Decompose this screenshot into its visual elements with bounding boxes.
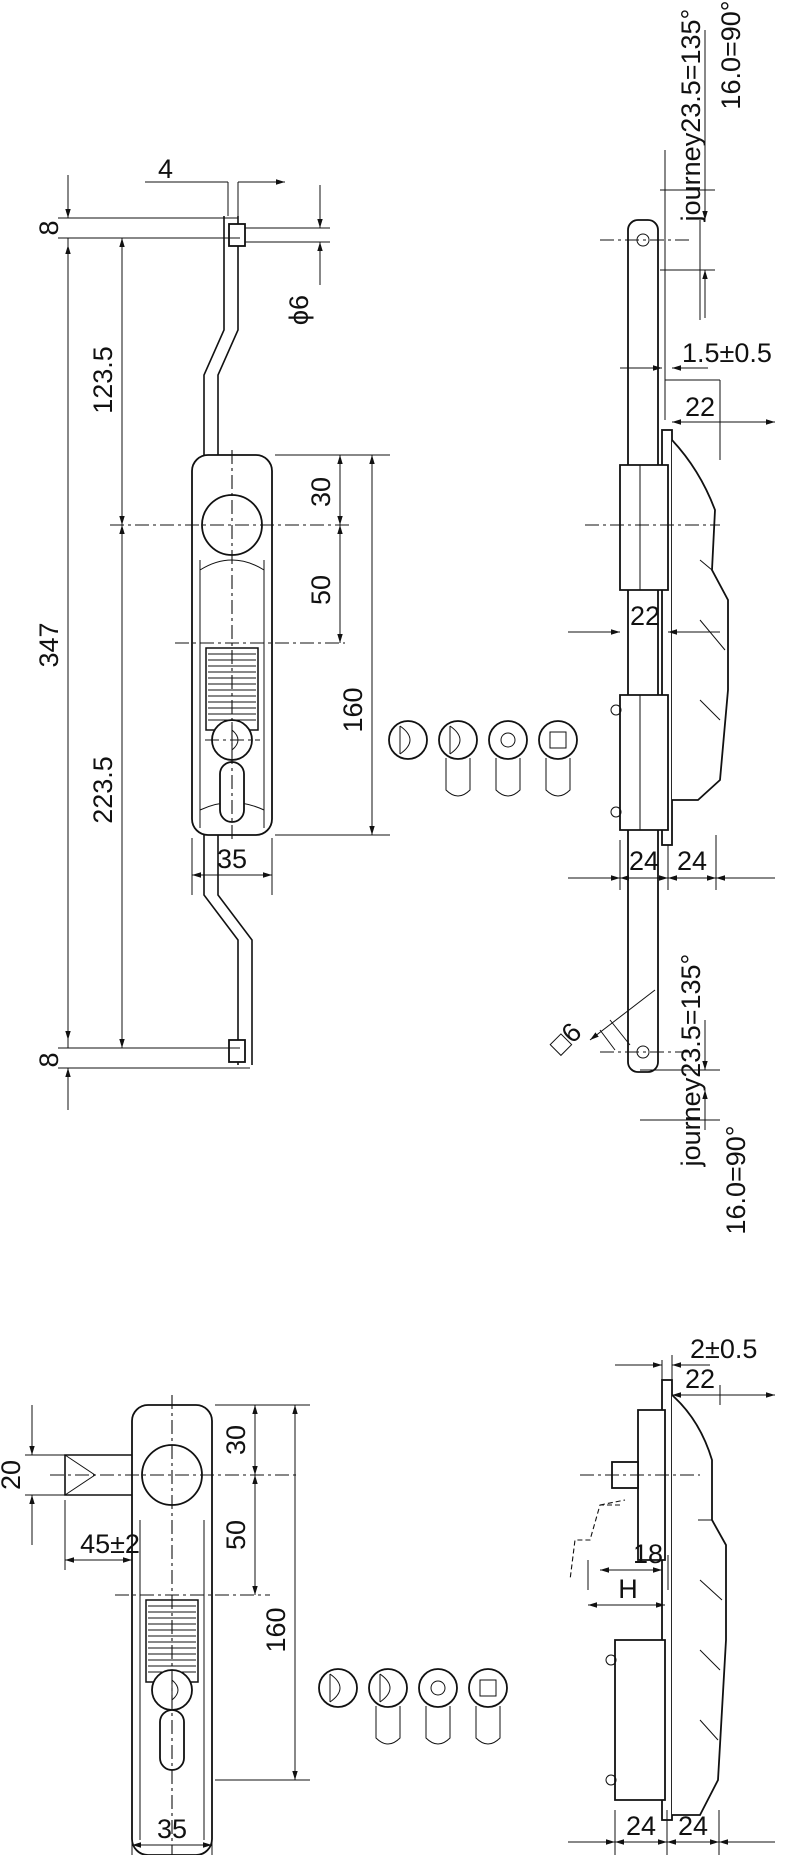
key-variant-2-icon [438, 720, 478, 760]
key-variants-bottom [318, 1668, 508, 1745]
rod-side [627, 219, 659, 1073]
dim-2: 2±0.5 [690, 1334, 757, 1364]
key-variant-8-icon [468, 1668, 508, 1708]
dim-50: 50 [306, 575, 336, 605]
dim-8-top: 8 [34, 220, 64, 235]
bottom-side-view: 2±0.5 22 18 H 24 24 [568, 1334, 775, 1855]
dim-223-5: 223.5 [88, 756, 118, 824]
rod-lower [203, 835, 239, 1065]
key-variant-7-icon [418, 1668, 458, 1708]
dim-24-left: 24 [629, 846, 659, 876]
dim-4: 4 [158, 154, 173, 184]
dim-phi6: ϕ6 [284, 295, 314, 325]
top-front-view: 4 8 123.5 ϕ6 30 50 347 160 223.5 35 8 [34, 154, 390, 1110]
dim-347: 347 [34, 622, 64, 667]
key-variant-6-icon [368, 1668, 408, 1708]
dim-45: 45±2 [80, 1529, 140, 1559]
bottom-front-view: 20 45±2 30 50 160 35 [0, 1395, 310, 1855]
dim-1-5: 1.5±0.5 [682, 338, 772, 368]
lower-housing [619, 694, 669, 831]
journey-top-b: 16.0=90° [716, 0, 746, 109]
upper-housing-2 [637, 1409, 666, 1561]
journey-bot-a: journey23.5=135° [676, 954, 706, 1168]
key-variant-4-icon [538, 720, 578, 760]
dim-H: H [618, 1574, 638, 1604]
dim-24-left-b: 24 [626, 1811, 656, 1841]
handle-inner [199, 560, 265, 828]
dim-22-top: 22 [685, 392, 715, 422]
dim-22-b: 22 [685, 1364, 715, 1394]
handle-profile-2 [671, 1394, 727, 1816]
dim-8-bottom: 8 [34, 1052, 64, 1067]
journey-top-a: journey23.5=135° [676, 9, 706, 223]
dim-square6: □6 [544, 1017, 587, 1060]
key-variant-3-icon [488, 720, 528, 760]
dim-18: 18 [633, 1539, 663, 1569]
pin-bottom [228, 1039, 246, 1063]
key-variant-5-icon [318, 1668, 358, 1708]
cam-arm-dashed [569, 1499, 626, 1581]
rod-upper [203, 216, 225, 455]
dim-160-b: 160 [261, 1607, 291, 1652]
dim-123-5: 123.5 [88, 346, 118, 414]
dim-50-b: 50 [221, 1520, 251, 1550]
dim-35-b: 35 [157, 1814, 187, 1844]
dim-35: 35 [217, 844, 247, 874]
dim-22-mid: 22 [630, 601, 660, 631]
key-variants-top [388, 720, 578, 797]
key-variant-1-icon [388, 720, 428, 760]
pin-top [228, 223, 246, 247]
rod-lower-edge [217, 835, 253, 1065]
dim-160: 160 [338, 687, 368, 732]
dim-24-right: 24 [677, 846, 707, 876]
dim-20: 20 [0, 1460, 26, 1490]
journey-bot-b: 16.0=90° [721, 1125, 751, 1234]
dim-30-b: 30 [221, 1425, 251, 1455]
dim-30: 30 [306, 477, 336, 507]
top-side-view: journey23.5=135° 16.0=90° 1.5±0.5 22 22 … [544, 0, 775, 1235]
lower-housing-2 [614, 1639, 666, 1801]
dim-24-right-b: 24 [678, 1811, 708, 1841]
rod-upper-edge [217, 216, 239, 455]
upper-housing [619, 464, 669, 591]
